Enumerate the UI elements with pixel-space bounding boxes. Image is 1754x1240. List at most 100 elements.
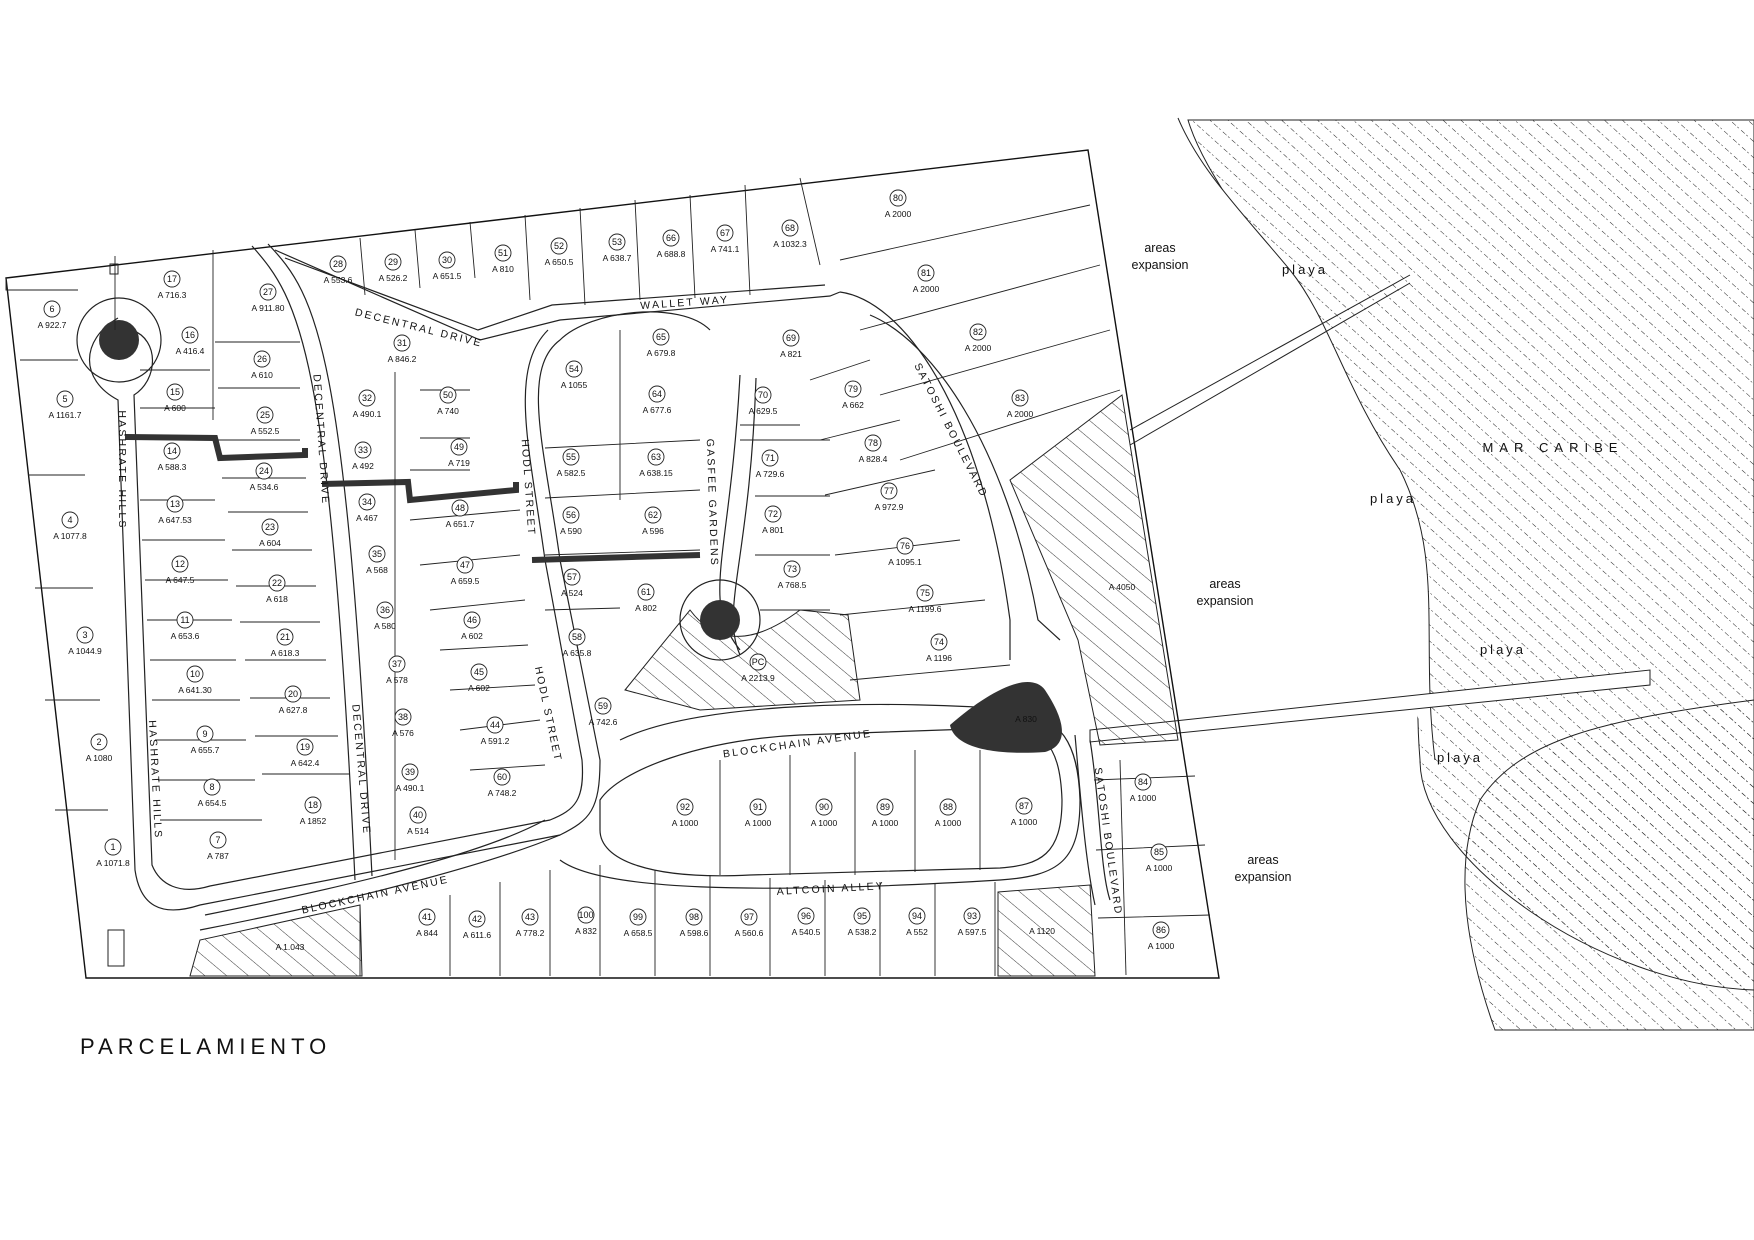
lot-12[interactable]: 12A 647.5: [166, 555, 195, 585]
lot-60[interactable]: 60A 748.2: [488, 768, 517, 798]
lot-8[interactable]: 8A 654.5: [198, 778, 227, 808]
lot-93[interactable]: 93A 597.5: [958, 907, 987, 937]
lot-77[interactable]: 77A 972.9: [875, 482, 904, 512]
lot-75[interactable]: 75A 1199.6: [909, 584, 942, 614]
lot-19[interactable]: 19A 642.4: [291, 738, 320, 768]
lot-50[interactable]: 50A 740: [437, 386, 459, 416]
lot-65[interactable]: 65A 679.8: [647, 328, 676, 358]
lot-16[interactable]: 16A 416.4: [176, 326, 205, 356]
lot-58[interactable]: 58A 635.8: [563, 628, 592, 658]
lot-66[interactable]: 66A 688.8: [657, 229, 686, 259]
lot-36[interactable]: 36A 580: [374, 601, 396, 631]
lot-85[interactable]: 85A 1000: [1146, 843, 1173, 873]
lot-46[interactable]: 46A 602: [461, 611, 483, 641]
lot-71[interactable]: 71A 729.6: [756, 449, 785, 479]
lot-64[interactable]: 64A 677.6: [643, 385, 672, 415]
lot-84[interactable]: 84A 1000: [1130, 773, 1157, 803]
lot-27[interactable]: 27A 911.80: [252, 283, 285, 313]
lot-13[interactable]: 13A 647.53: [158, 495, 192, 525]
lot-92[interactable]: 92A 1000: [672, 798, 699, 828]
lot-57[interactable]: 57A 524: [561, 568, 583, 598]
lot-70[interactable]: 70A 629.5: [749, 386, 778, 416]
lot-63[interactable]: 63A 638.15: [639, 448, 673, 478]
lot-97[interactable]: 97A 560.6: [735, 908, 764, 938]
lot-32[interactable]: 32A 490.1: [353, 389, 382, 419]
lot-83[interactable]: 83A 2000: [1007, 389, 1034, 419]
lot-35[interactable]: 35A 568: [366, 545, 388, 575]
lot-24[interactable]: 24A 534.6: [250, 462, 279, 492]
lot-82[interactable]: 82A 2000: [965, 323, 992, 353]
lot-81[interactable]: 81A 2000: [913, 264, 940, 294]
lot-17[interactable]: 17A 716.3: [158, 270, 187, 300]
lot-55[interactable]: 55A 582.5: [557, 448, 586, 478]
lot-14[interactable]: 14A 588.3: [158, 442, 187, 472]
lot-49[interactable]: 49A 719: [448, 438, 470, 468]
lot-76[interactable]: 76A 1095.1: [888, 537, 922, 567]
lot-90[interactable]: 90A 1000: [811, 798, 838, 828]
lot-22[interactable]: 22A 618: [266, 574, 288, 604]
lot-41[interactable]: 41A 844: [416, 908, 438, 938]
lot-80[interactable]: 80A 2000: [885, 189, 912, 219]
lot-98[interactable]: 98A 598.6: [680, 908, 709, 938]
lot-53[interactable]: 53A 638.7: [603, 233, 632, 263]
lot-72[interactable]: 72A 801: [762, 505, 784, 535]
lot-88[interactable]: 88A 1000: [935, 798, 962, 828]
lot-95[interactable]: 95A 538.2: [848, 907, 877, 937]
lot-4[interactable]: 4A 1077.8: [53, 511, 87, 541]
lot-89[interactable]: 89A 1000: [872, 798, 899, 828]
lot-33[interactable]: 33A 492: [352, 441, 374, 471]
lot-73[interactable]: 73A 768.5: [778, 560, 807, 590]
lot-2[interactable]: 2A 1080: [86, 733, 113, 763]
lot-79[interactable]: 79A 662: [842, 380, 864, 410]
lot-21[interactable]: 21A 618.3: [271, 628, 300, 658]
lot-6[interactable]: 6A 922.7: [38, 300, 67, 330]
lot-99[interactable]: 99A 658.5: [624, 908, 653, 938]
lot-31[interactable]: 31A 846.2: [388, 334, 417, 364]
lot-67[interactable]: 67A 741.1: [711, 224, 740, 254]
lot-34[interactable]: 34A 467: [356, 493, 378, 523]
lot-9[interactable]: 9A 655.7: [191, 725, 220, 755]
lot-20[interactable]: 20A 627.8: [279, 685, 308, 715]
lot-1[interactable]: 1A 1071.8: [96, 838, 130, 868]
lot-51[interactable]: 51A 810: [492, 244, 514, 274]
lot-37[interactable]: 37A 578: [386, 655, 408, 685]
lot-40[interactable]: 40A 514: [407, 806, 429, 836]
lot-38[interactable]: 38A 576: [392, 708, 414, 738]
lot-91[interactable]: 91A 1000: [745, 798, 772, 828]
lot-3[interactable]: 3A 1044.9: [68, 626, 102, 656]
lot-42[interactable]: 42A 611.6: [463, 910, 491, 940]
lot-18[interactable]: 18A 1852: [300, 796, 327, 826]
lot-86[interactable]: 86A 1000: [1148, 921, 1175, 951]
lot-29[interactable]: 29A 526.2: [379, 253, 408, 283]
lot-7[interactable]: 7A 787: [207, 831, 229, 861]
lot-47[interactable]: 47A 659.5: [451, 556, 480, 586]
lot-pc[interactable]: PCA 2213.9: [741, 653, 775, 683]
lot-69[interactable]: 69A 821: [780, 329, 802, 359]
lot-78[interactable]: 78A 828.4: [859, 434, 888, 464]
lot-25[interactable]: 25A 552.5: [251, 406, 280, 436]
lot-44[interactable]: 44A 591.2: [481, 716, 510, 746]
lot-5[interactable]: 5A 1161.7: [49, 390, 82, 420]
lot-10[interactable]: 10A 641.30: [178, 665, 212, 695]
lot-59[interactable]: 59A 742.6: [589, 697, 618, 727]
lot-23[interactable]: 23A 604: [259, 518, 281, 548]
lot-52[interactable]: 52A 650.5: [545, 237, 574, 267]
lot-43[interactable]: 43A 778.2: [516, 908, 545, 938]
lot-48[interactable]: 48A 651.7: [446, 499, 475, 529]
lot-26[interactable]: 26A 610: [251, 350, 273, 380]
lot-68[interactable]: 68A 1032.3: [773, 219, 807, 249]
lot-61[interactable]: 61A 802: [635, 583, 657, 613]
lot-11[interactable]: 11A 653.6: [171, 611, 200, 641]
lot-39[interactable]: 39A 490.1: [396, 763, 425, 793]
lot-87[interactable]: 87A 1000: [1011, 797, 1038, 827]
lot-56[interactable]: 56A 590: [560, 506, 582, 536]
lot-62[interactable]: 62A 596: [642, 506, 664, 536]
lot-15[interactable]: 15A 600: [164, 383, 186, 413]
lot-74[interactable]: 74A 1196: [926, 633, 952, 663]
lot-54[interactable]: 54A 1055: [561, 360, 588, 390]
lot-30[interactable]: 30A 651.5: [433, 251, 462, 281]
lot-28[interactable]: 28A 553.6: [324, 255, 353, 285]
lot-45[interactable]: 45A 602: [468, 663, 490, 693]
lot-94[interactable]: 94A 552: [906, 907, 928, 937]
